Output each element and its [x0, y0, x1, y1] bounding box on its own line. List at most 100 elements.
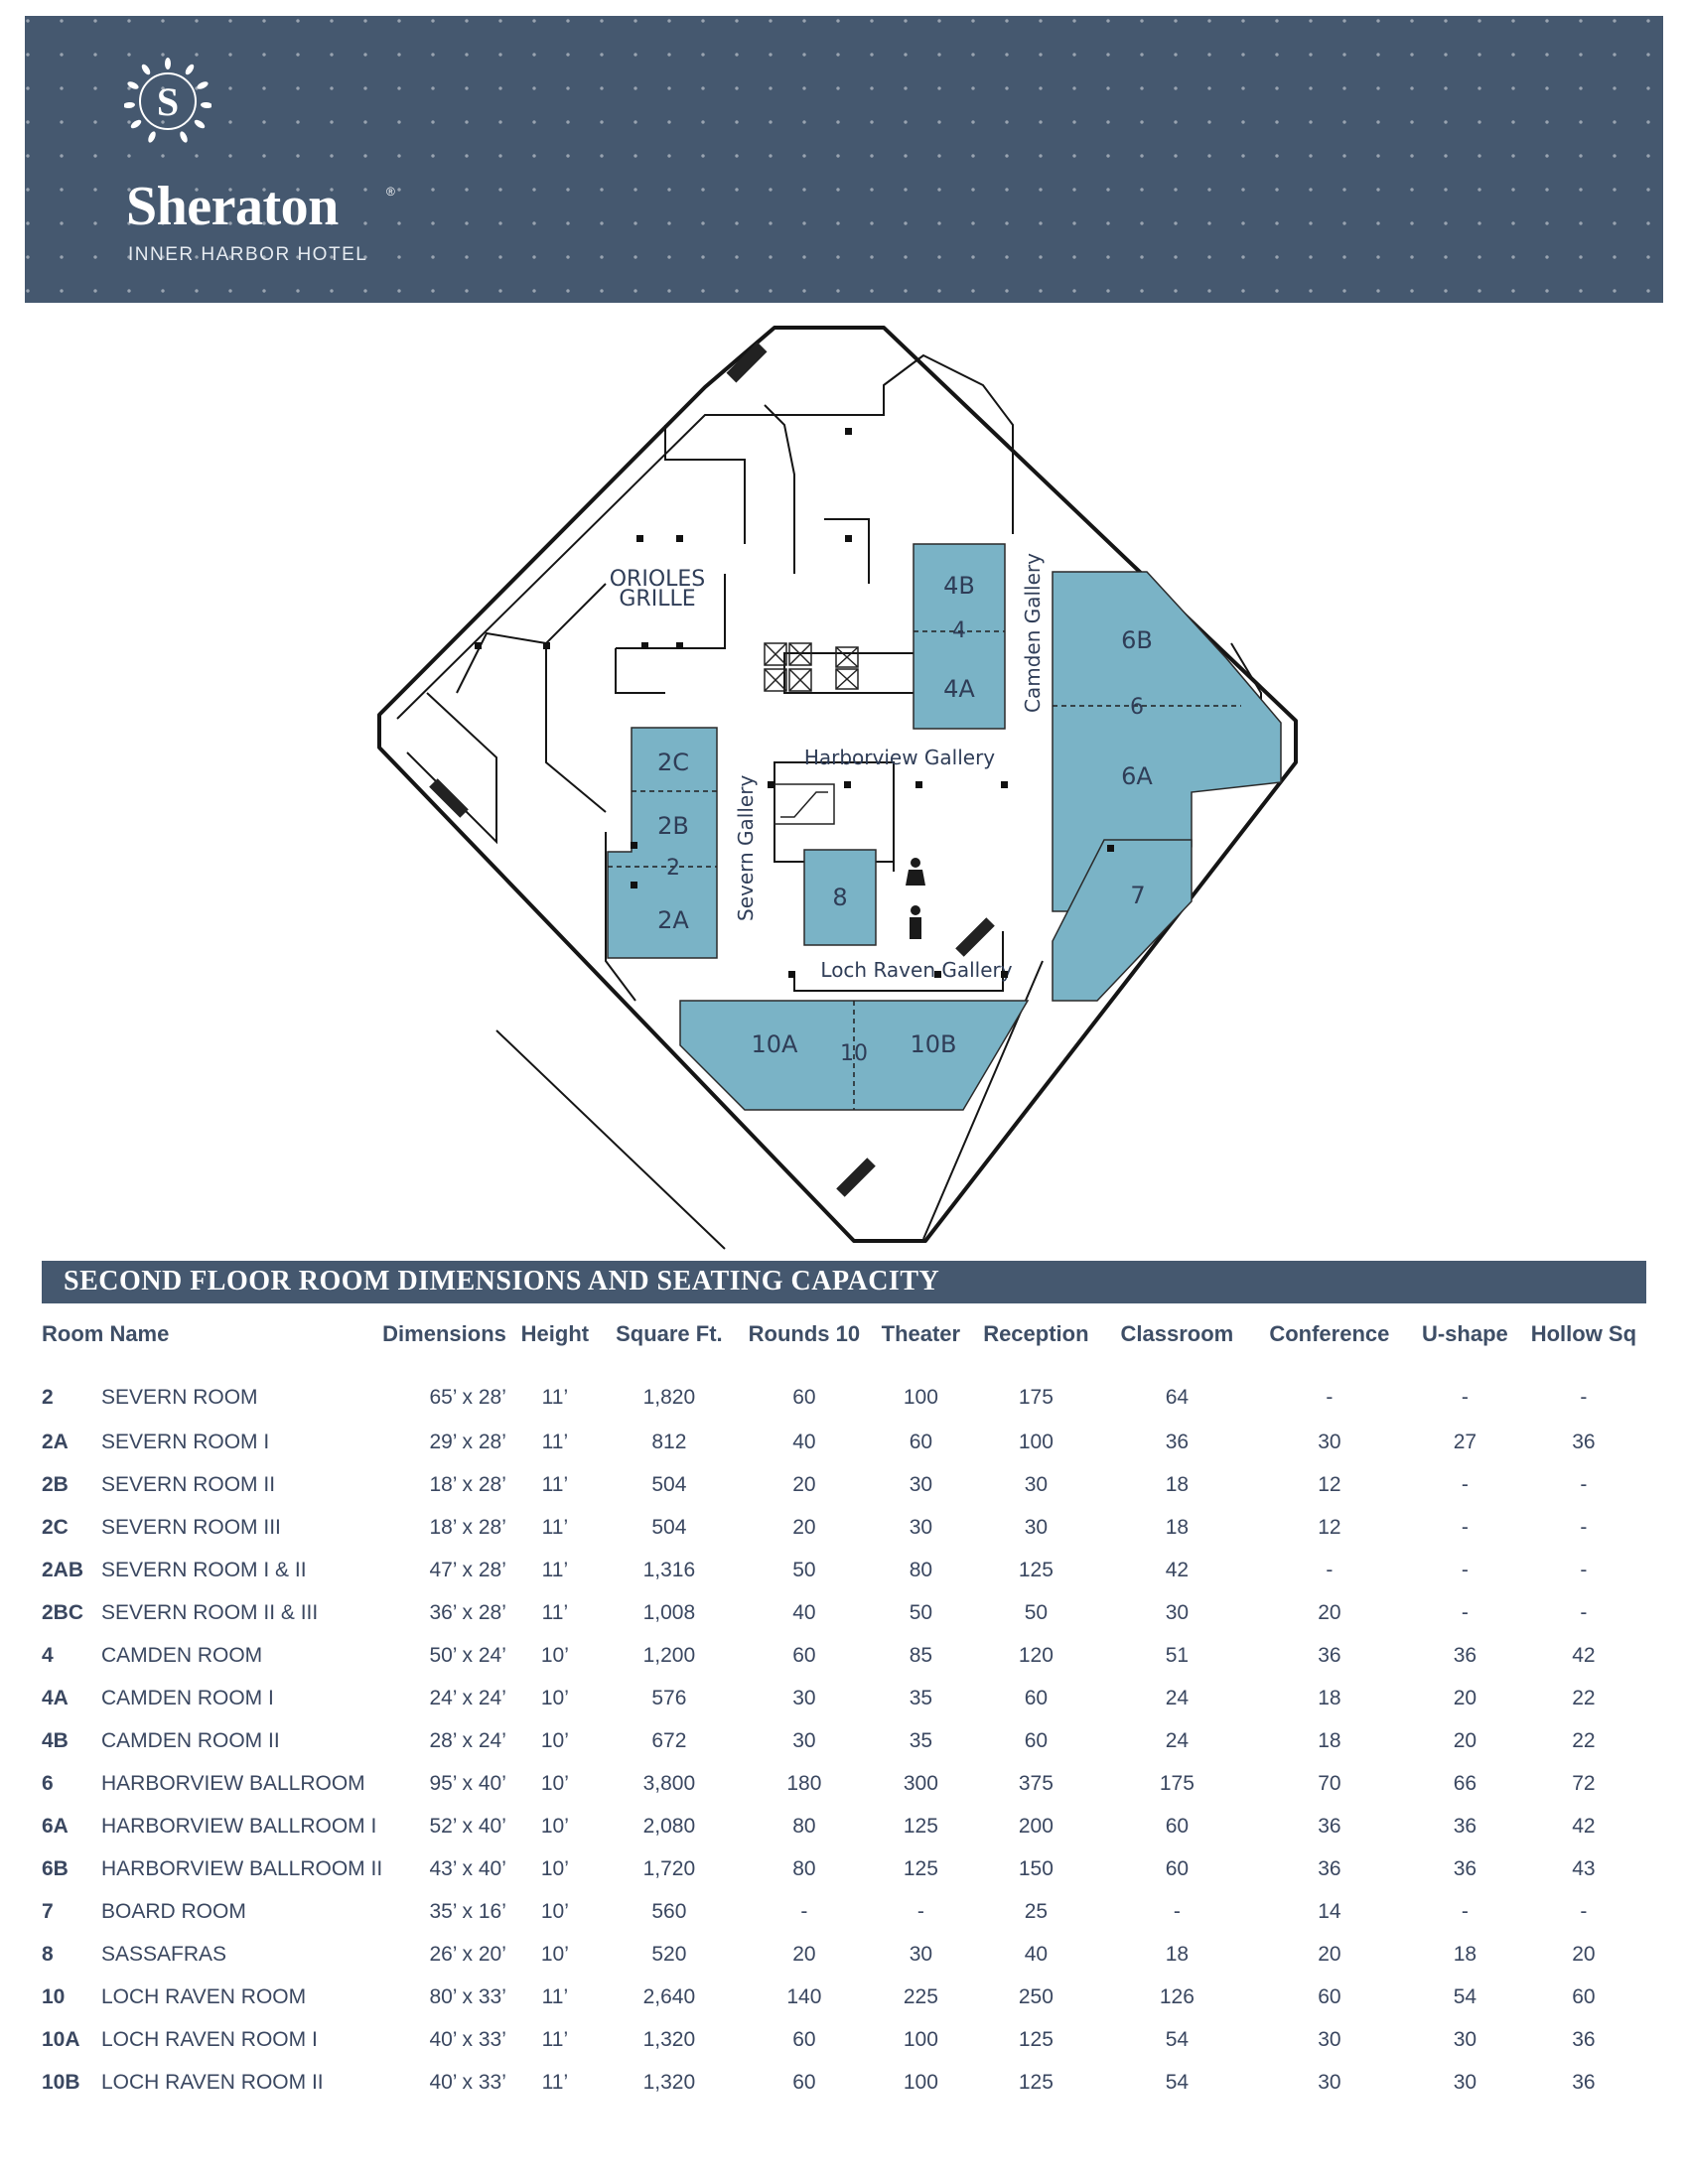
value-cell: 18’ x 28’: [429, 1472, 506, 1496]
svg-text:6B: 6B: [1121, 626, 1153, 654]
room-name-cell: SEVERN ROOM: [101, 1385, 258, 1409]
value-cell: 36: [1453, 1814, 1477, 1838]
value-cell: 36: [1318, 1856, 1341, 1880]
svg-text:8: 8: [832, 884, 847, 911]
value-cell: -: [1326, 1385, 1334, 1409]
value-cell: 125: [1018, 2027, 1054, 2051]
value-cell: 95’ x 40’: [429, 1771, 506, 1795]
value-cell: -: [1580, 1899, 1588, 1923]
value-cell: 100: [1018, 1430, 1054, 1453]
room-code-cell: 4B: [42, 1728, 69, 1752]
value-cell: 25: [1024, 1899, 1049, 1923]
stairs-icon: [429, 341, 995, 1197]
value-cell: 20: [1572, 1942, 1596, 1966]
value-cell: 72: [1572, 1771, 1596, 1795]
value-cell: 60: [1165, 1856, 1190, 1880]
room-code-cell: 10A: [42, 2027, 80, 2051]
value-cell: 18: [1165, 1515, 1190, 1539]
value-cell: 60: [792, 1643, 816, 1667]
value-cell: -: [1580, 1385, 1588, 1409]
value-cell: 560: [651, 1899, 687, 1923]
value-cell: 30: [1165, 1600, 1190, 1624]
value-cell: 60: [1165, 1814, 1190, 1838]
value-cell: 80’ x 33’: [429, 1984, 506, 2008]
value-cell: 11’: [541, 1430, 569, 1453]
value-cell: 20: [1318, 1942, 1341, 1966]
value-cell: 30: [792, 1686, 816, 1709]
value-cell: 20: [1453, 1686, 1477, 1709]
value-cell: 51: [1165, 1643, 1190, 1667]
value-cell: 504: [651, 1472, 687, 1496]
room-name-cell: HARBORVIEW BALLROOM II: [101, 1856, 383, 1880]
value-cell: 20: [792, 1942, 816, 1966]
value-cell: -: [800, 1899, 808, 1923]
value-cell: 50: [909, 1600, 933, 1624]
room-code-cell: 2AB: [42, 1558, 84, 1581]
col-room-name: Room Name: [42, 1321, 170, 1346]
value-cell: 1,320: [642, 2070, 696, 2094]
value-cell: 11’: [541, 2027, 569, 2051]
value-cell: 100: [903, 1385, 938, 1409]
brand-subtitle: INNER HARBOR HOTEL: [128, 244, 368, 265]
harborview-gallery-label: Harborview Gallery: [804, 746, 995, 769]
value-cell: 36: [1318, 1814, 1341, 1838]
room-code-cell: 4: [42, 1643, 54, 1667]
col-hollow-sq: Hollow Sq: [1530, 1321, 1637, 1346]
value-cell: 120: [1018, 1643, 1054, 1667]
value-cell: 180: [786, 1771, 822, 1795]
orioles-grille-label-line2: GRILLE: [619, 587, 695, 612]
value-cell: 504: [651, 1515, 687, 1539]
svg-text:10A: 10A: [752, 1030, 799, 1058]
room-8-area: 8: [803, 849, 877, 946]
value-cell: 36: [1572, 2070, 1596, 2094]
value-cell: 52’ x 40’: [429, 1814, 506, 1838]
col-u-shape: U-shape: [1421, 1321, 1508, 1346]
value-cell: 64: [1165, 1385, 1190, 1409]
value-cell: -: [1173, 1899, 1181, 1923]
value-cell: 30: [909, 1472, 933, 1496]
room-code-cell: 10B: [42, 2070, 80, 2094]
value-cell: -: [916, 1899, 924, 1923]
value-cell: 27: [1453, 1430, 1477, 1453]
value-cell: 11’: [541, 1515, 569, 1539]
svg-text:4: 4: [952, 618, 966, 643]
sheraton-emblem-icon: S: [124, 58, 211, 143]
value-cell: 812: [651, 1430, 687, 1453]
value-cell: -: [1461, 1558, 1469, 1581]
value-cell: 20: [792, 1515, 816, 1539]
room-name-cell: LOCH RAVEN ROOM II: [101, 2070, 324, 2094]
brand-header: S Sheraton ® INNER HARBOR HOTEL: [25, 16, 1663, 303]
svg-text:7: 7: [1130, 882, 1145, 909]
value-cell: 47’ x 28’: [429, 1558, 506, 1581]
room-name-cell: HARBORVIEW BALLROOM I: [101, 1814, 377, 1838]
svg-text:4A: 4A: [943, 675, 975, 703]
value-cell: 60: [792, 2027, 816, 2051]
value-cell: 80: [792, 1856, 816, 1880]
value-cell: 66: [1453, 1771, 1477, 1795]
value-cell: 35’ x 16’: [429, 1899, 506, 1923]
value-cell: 40: [1024, 1942, 1049, 1966]
value-cell: 40: [792, 1600, 816, 1624]
col-dimensions: Dimensions: [382, 1321, 506, 1346]
value-cell: 20: [1318, 1600, 1341, 1624]
value-cell: 43: [1572, 1856, 1596, 1880]
col-theater: Theater: [881, 1321, 961, 1346]
second-floor-plan: 4B 4 4A 2C 2B 2 2A 8 6B 6 6A 7 10A 10 10…: [377, 326, 1298, 1250]
room-name-cell: LOCH RAVEN ROOM: [101, 1984, 307, 2008]
value-cell: 12: [1318, 1472, 1341, 1496]
value-cell: 30: [1318, 1430, 1341, 1453]
value-cell: 54: [1453, 1984, 1477, 2008]
value-cell: 60: [792, 2070, 816, 2094]
room-name-cell: CAMDEN ROOM I: [101, 1686, 274, 1709]
room-name-cell: SEVERN ROOM II: [101, 1472, 276, 1496]
value-cell: 30: [1318, 2027, 1341, 2051]
value-cell: 60: [792, 1385, 816, 1409]
room-name-cell: LOCH RAVEN ROOM I: [101, 2027, 318, 2051]
